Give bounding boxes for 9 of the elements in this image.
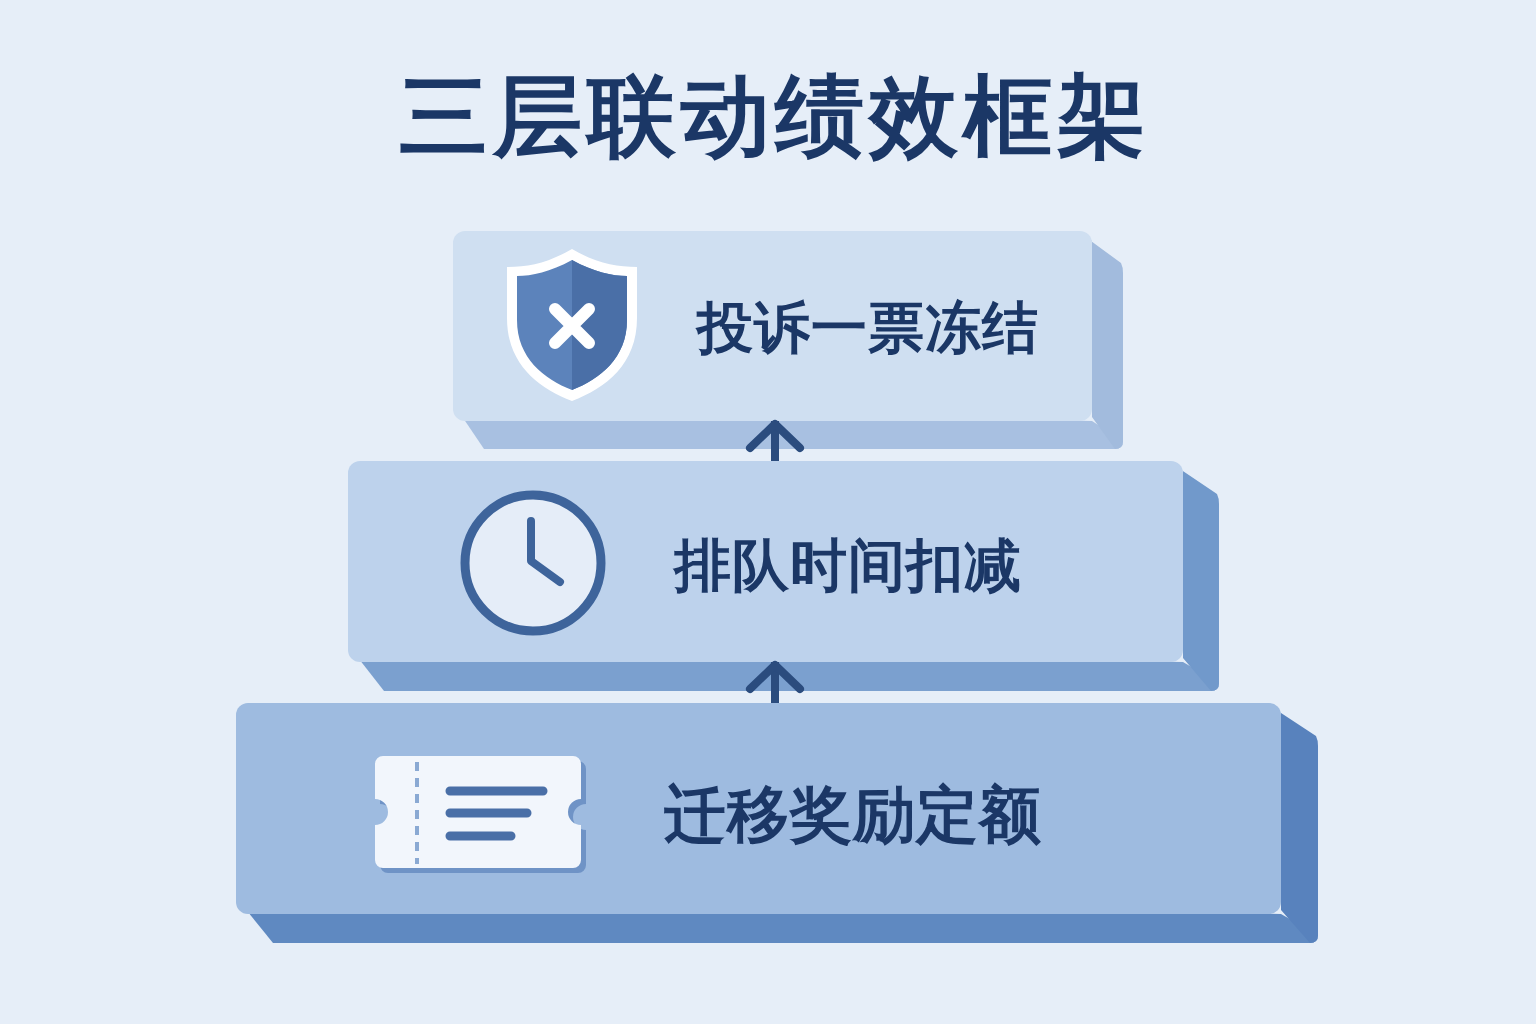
title: 三层联动绩效框架: [399, 63, 1151, 170]
layer-box: [348, 461, 1183, 662]
layer-label: 迁移奖励定额: [664, 777, 1042, 853]
layer-box: [236, 703, 1281, 914]
layer-box: [453, 231, 1092, 421]
arrow: [746, 420, 804, 461]
arrow: [746, 661, 804, 703]
layer-label: 投诉一票冻结: [697, 294, 1039, 362]
layer-label: 排队时间扣减: [674, 530, 1022, 600]
